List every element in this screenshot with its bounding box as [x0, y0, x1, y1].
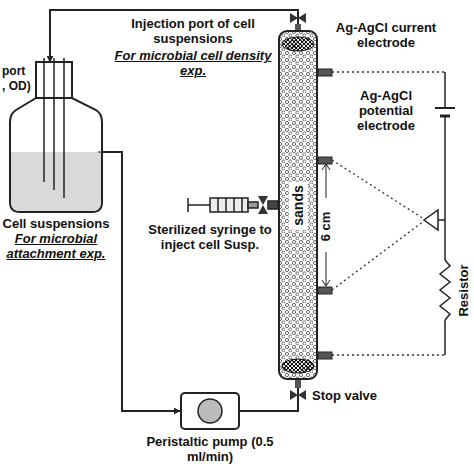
electrode-wires [332, 72, 445, 355]
tube-connector [102, 152, 180, 411]
valve-label: Stop valve [312, 388, 402, 403]
syringe-label: Sterilized syringe to inject cell Susp. [140, 222, 280, 252]
bottle-outline [10, 62, 102, 212]
resistor-label: Resistor [456, 264, 471, 316]
electrode-label: Ag-AgCl current electrode [334, 20, 438, 50]
culture-bottle: Cell suspensionsFor microbial attachment… [10, 62, 102, 212]
tube-connector [240, 380, 298, 411]
bottle-label: Cell suspensions [0, 216, 112, 231]
dimension-label: 6 cm [319, 211, 334, 241]
experiment-note: For microbial cell density exp. [112, 48, 274, 78]
pump-outline [180, 392, 240, 430]
experiment-note: For microbial attachment exp. [0, 231, 112, 261]
column-label: sands [289, 181, 308, 229]
electrode-label: Ag-AgCl potential electrode [334, 88, 438, 133]
port-label: port [2, 64, 36, 79]
syringe [188, 196, 278, 214]
dimension-label: 6 cm [318, 200, 334, 252]
injection-port-label: Injection port of cell suspensions [112, 16, 274, 46]
peristaltic-pump: Peristaltic pump (0.5 ml/min) [180, 392, 240, 430]
port-label: , OD) [2, 79, 36, 94]
column-label: sands [278, 30, 318, 380]
resistor-label: Resistor [456, 255, 470, 325]
valve [290, 13, 306, 30]
stop-valve [290, 380, 306, 400]
pump-label: Peristaltic pump (0.5 ml/min) [140, 434, 280, 464]
sand-column: sands [278, 30, 318, 380]
measurement-circuit [424, 72, 455, 355]
